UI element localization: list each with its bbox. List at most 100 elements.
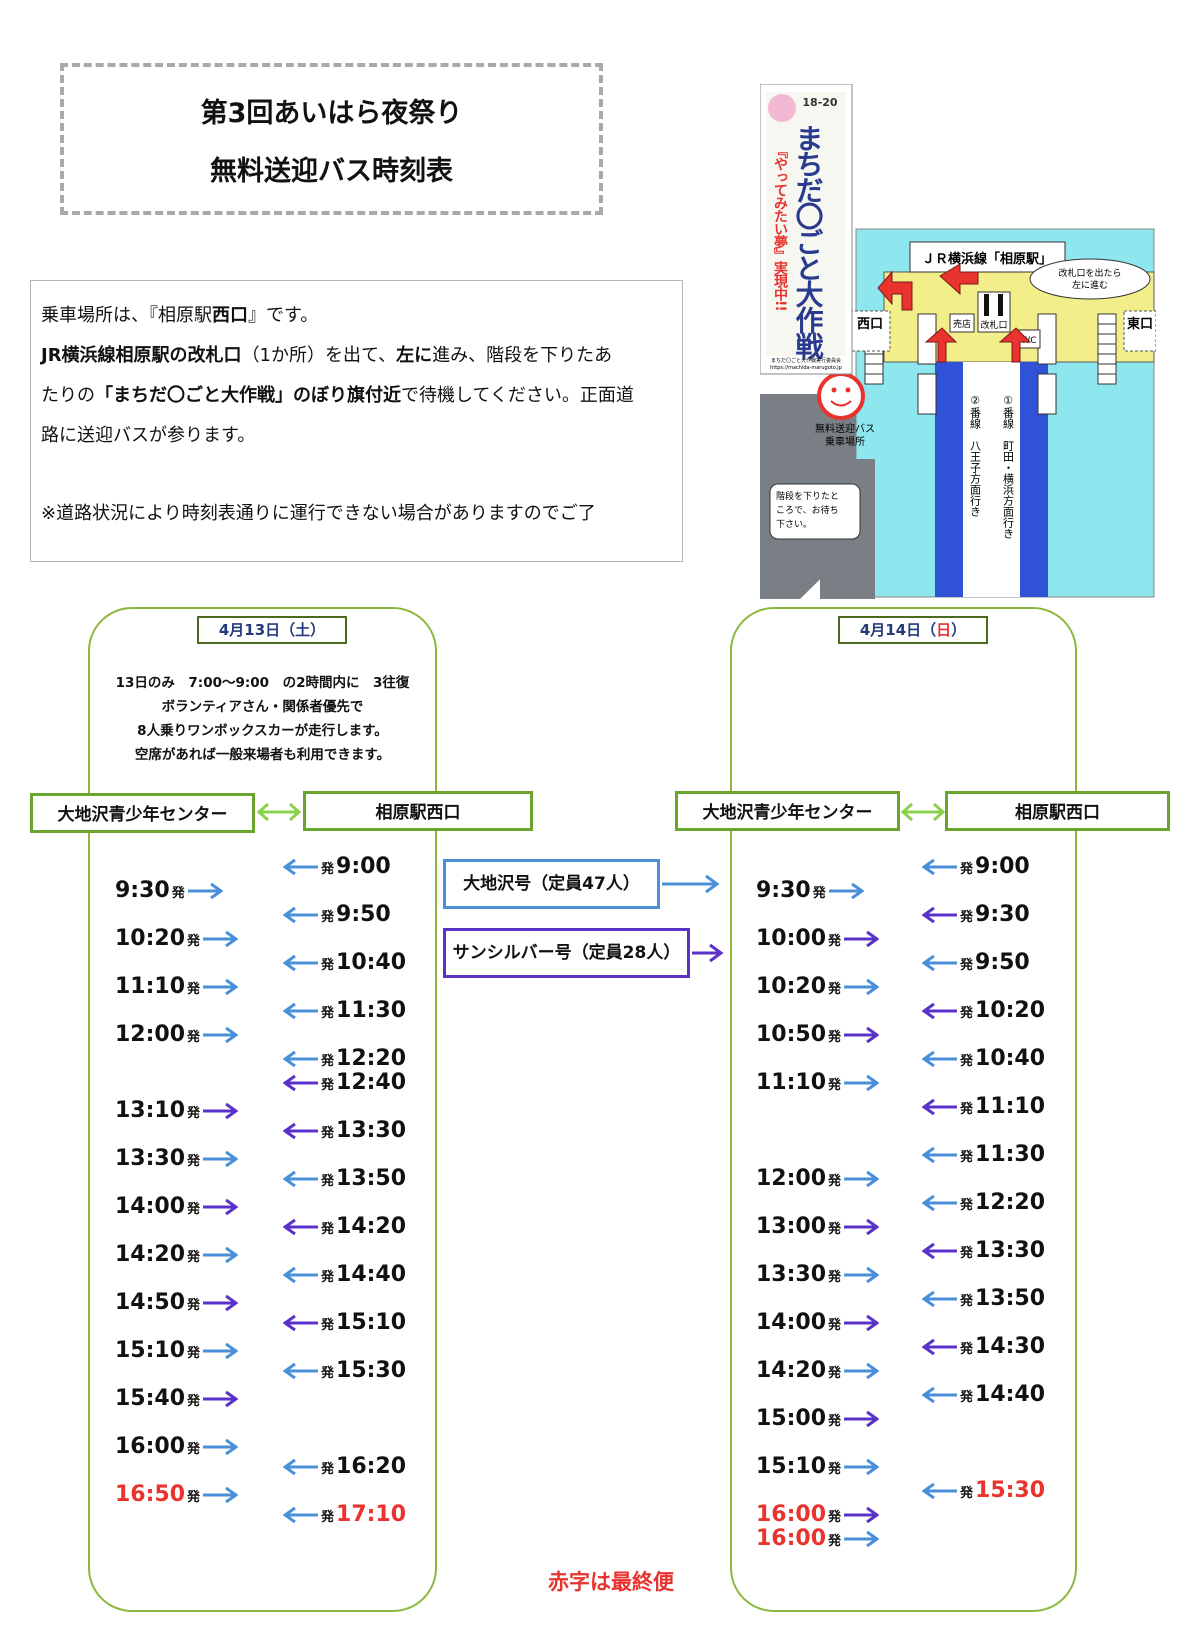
departure-label: 発 (187, 1202, 201, 1217)
departure-time: 14:20 (336, 1214, 407, 1239)
departure-label: 発 (812, 886, 826, 901)
arrow-right-icon (187, 882, 223, 900)
arrow-right-icon (203, 1102, 239, 1120)
departure-time: 12:40 (336, 1070, 407, 1095)
gate-callout-line: 改札口を出たら (1058, 267, 1121, 279)
departure-row: 発9:50 (922, 948, 1030, 978)
arrow-left-icon (283, 1002, 318, 1020)
departure-label: 発 (321, 1462, 335, 1477)
departure-time: 14:20 (115, 1242, 186, 1267)
direction-arrows (877, 263, 1032, 363)
departure-row: 発13:50 (922, 1284, 1045, 1314)
arrow-right-icon (203, 1486, 239, 1504)
departure-row: 発10:40 (922, 1044, 1045, 1074)
arrow-right-icon (844, 1170, 880, 1188)
legend-purple-arrow-icon (692, 943, 724, 963)
arrow-left-icon (922, 1290, 957, 1308)
pickup-label-line: 無料送迎バス (815, 422, 875, 435)
arrow-right-icon (844, 930, 880, 948)
arrow-right-icon (844, 1458, 880, 1476)
arrow-left-icon (283, 1122, 318, 1140)
arrow-right-icon (844, 1074, 880, 1092)
departure-label: 発 (960, 862, 974, 877)
arrow-left-icon (283, 1506, 318, 1524)
banner-title: まちだ〇ごと大作戦 (792, 124, 825, 361)
departure-label: 発 (828, 1270, 842, 1285)
arrow-right-icon (844, 1266, 880, 1284)
departure-label: 発 (321, 1126, 335, 1141)
weekday: 土 (295, 621, 311, 639)
platform-2-label: ②番線 八王子方面行き (969, 394, 982, 517)
arrow-left-icon (922, 954, 957, 972)
departure-time: 16:00 (756, 1526, 827, 1551)
svg-text:下さい。: 下さい。 (776, 519, 812, 530)
departure-label: 発 (321, 1054, 335, 1069)
departure-label: 発 (960, 1342, 974, 1357)
departure-label: 発 (960, 1390, 974, 1405)
departure-label: 発 (960, 1198, 974, 1213)
departure-label: 発 (187, 1298, 201, 1313)
day2-panel (730, 607, 1077, 1612)
arrow-right-icon (844, 1314, 880, 1332)
departure-label: 発 (321, 1006, 335, 1021)
arrow-left-icon (283, 1074, 318, 1092)
arrow-right-icon (203, 1342, 239, 1360)
departure-time: 10:20 (756, 974, 827, 999)
arrow-left-icon (283, 1314, 318, 1332)
departure-time: 16:20 (336, 1454, 407, 1479)
info-text: 進み、階段を下りたあ (432, 345, 613, 366)
departure-time: 17:10 (336, 1502, 407, 1527)
departure-row: 発13:30 (283, 1116, 406, 1146)
departure-row: 発9:50 (283, 900, 391, 930)
departure-time: 14:40 (336, 1262, 407, 1287)
departure-label: 発 (960, 1054, 974, 1069)
legend-blue-arrow-icon (662, 874, 720, 894)
arrow-left-icon (283, 1266, 318, 1284)
departure-label: 発 (828, 982, 842, 997)
departure-label: 発 (960, 1246, 974, 1261)
arrow-right-icon (203, 1198, 239, 1216)
arrow-right-icon (844, 1506, 880, 1524)
departure-label: 発 (187, 1154, 201, 1169)
date-text: 4月13日（ (218, 621, 296, 639)
info-text: 乗車場所は、『相原駅 (41, 305, 212, 326)
departure-time: 9:50 (975, 950, 1030, 975)
departure-label: 発 (321, 1174, 335, 1189)
departure-row: 発14:40 (922, 1380, 1045, 1410)
departure-row: 発9:30 (922, 900, 1030, 930)
day2-stop-station: 相原駅西口 (945, 791, 1170, 831)
departure-label: 発 (828, 1030, 842, 1045)
east-exit-label: 東口 (1127, 316, 1153, 332)
departure-time: 11:10 (975, 1094, 1046, 1119)
departure-label: 発 (828, 1366, 842, 1381)
departure-time: 9:00 (975, 854, 1030, 879)
departure-label: 発 (321, 1078, 335, 1093)
departure-row: 発17:10 (283, 1500, 406, 1530)
departure-row: 発10:40 (283, 948, 406, 978)
arrow-right-icon (203, 978, 239, 996)
departure-label: 発 (187, 1346, 201, 1361)
departure-row: 発12:40 (283, 1068, 406, 1098)
info-text: で待機してください。正面道 (401, 385, 634, 406)
departure-label: 発 (187, 1106, 201, 1121)
station-label-box (909, 241, 1066, 273)
departure-label: 発 (187, 934, 201, 949)
banner-footer: まちだ〇ごと大作戦実行委員会 (771, 357, 841, 364)
shop-box (949, 313, 975, 333)
departure-time: 9:30 (975, 902, 1030, 927)
departure-time: 13:30 (975, 1238, 1046, 1263)
